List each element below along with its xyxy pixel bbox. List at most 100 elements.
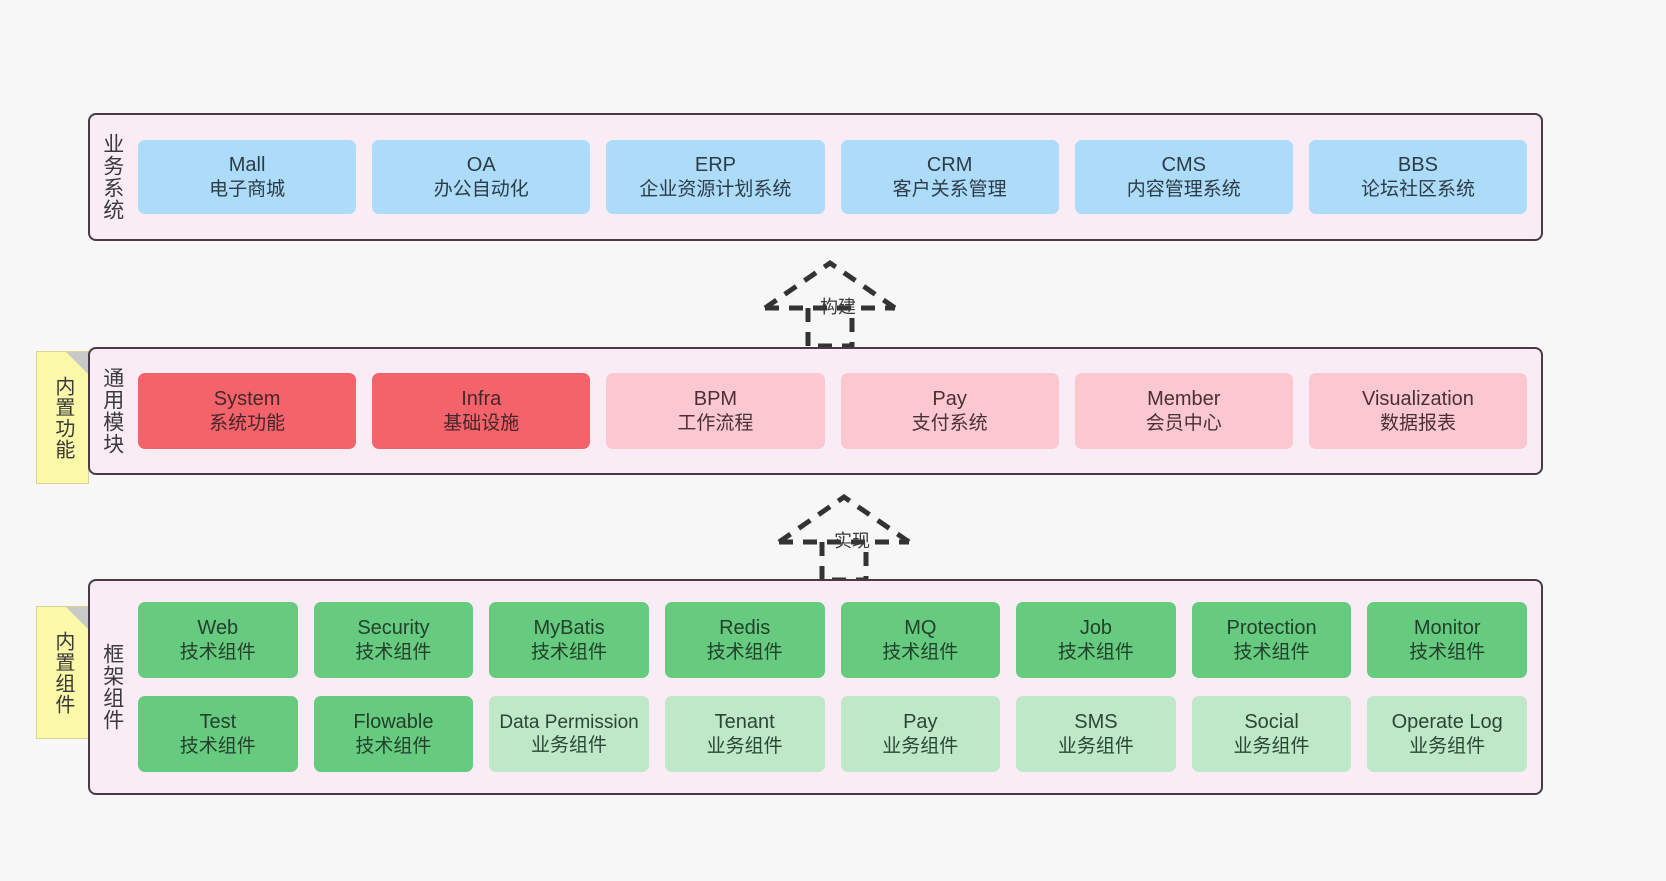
arrow-implement: 实现 xyxy=(774,492,924,583)
card-web[interactable]: Web 技术组件 xyxy=(138,602,298,678)
framework-row-business: Test 技术组件 Flowable 技术组件 Data Permission … xyxy=(138,696,1527,772)
card-social[interactable]: Social 业务组件 xyxy=(1191,696,1352,772)
card-data-permission-name: Data Permission xyxy=(499,711,639,733)
note-fold-icon xyxy=(66,352,88,374)
note-fold-icon xyxy=(66,607,88,629)
card-pay-module-desc: 支付系统 xyxy=(911,412,988,434)
card-protection[interactable]: Protection 技术组件 xyxy=(1191,602,1352,678)
card-erp[interactable]: ERP 企业资源计划系统 xyxy=(606,140,825,214)
card-member[interactable]: Member 会员中心 xyxy=(1074,373,1293,449)
card-pay-module[interactable]: Pay 支付系统 xyxy=(840,373,1059,449)
card-job-name: Job xyxy=(1079,617,1113,640)
card-mq[interactable]: MQ 技术组件 xyxy=(840,602,1001,678)
note-builtin-component-label: 内置组件 xyxy=(51,630,74,715)
note-builtin-component: 内置组件 xyxy=(36,606,89,739)
card-system-desc: 系统功能 xyxy=(209,412,286,434)
card-flowable-desc: 技术组件 xyxy=(355,735,432,757)
arrow-build: 构建 xyxy=(760,258,910,349)
card-security[interactable]: Security 技术组件 xyxy=(313,602,474,678)
card-pay-component[interactable]: Pay 业务组件 xyxy=(840,696,1001,772)
card-bpm-name: BPM xyxy=(693,388,738,411)
layer-framework-components-label: 框架组件 xyxy=(100,643,124,731)
card-tenant[interactable]: Tenant 业务组件 xyxy=(664,696,825,772)
card-cms-desc: 内容管理系统 xyxy=(1126,178,1241,200)
arrow-build-label: 构建 xyxy=(820,297,856,317)
layer-common-modules-label: 通用模块 xyxy=(100,367,124,455)
arrow-implement-label: 实现 xyxy=(834,531,870,551)
card-bpm-desc: 工作流程 xyxy=(677,412,754,434)
card-cms[interactable]: CMS 内容管理系统 xyxy=(1074,140,1293,214)
card-protection-desc: 技术组件 xyxy=(1233,641,1310,663)
card-member-desc: 会员中心 xyxy=(1145,412,1222,434)
card-visualization-name: Visualization xyxy=(1361,388,1474,411)
card-infra[interactable]: Infra 基础设施 xyxy=(372,373,591,449)
note-builtin-function-label: 内置功能 xyxy=(51,375,74,460)
card-visualization-desc: 数据报表 xyxy=(1379,412,1456,434)
card-pay-component-name: Pay xyxy=(903,711,938,734)
card-social-desc: 业务组件 xyxy=(1233,735,1310,757)
layer-framework-components: 框架组件 Web 技术组件 Security 技术组件 MyBatis 技术组件… xyxy=(88,579,1543,795)
card-data-permission[interactable]: Data Permission 业务组件 xyxy=(489,696,649,772)
card-crm-desc: 客户关系管理 xyxy=(892,178,1007,200)
card-test-name: Test xyxy=(199,711,237,734)
card-operate-log[interactable]: Operate Log 业务组件 xyxy=(1367,696,1527,772)
card-monitor-desc: 技术组件 xyxy=(1409,641,1486,663)
card-monitor-name: Monitor xyxy=(1413,617,1481,640)
card-protection-name: Protection xyxy=(1226,617,1317,640)
card-redis-name: Redis xyxy=(719,617,771,640)
layer-common-modules: 通用模块 System 系统功能 Infra 基础设施 BPM 工作流程 Pay… xyxy=(88,347,1543,475)
card-mall-name: Mall xyxy=(228,154,266,177)
card-flowable[interactable]: Flowable 技术组件 xyxy=(313,696,474,772)
card-member-name: Member xyxy=(1147,388,1221,411)
card-oa-name: OA xyxy=(466,154,496,177)
card-crm[interactable]: CRM 客户关系管理 xyxy=(840,140,1059,214)
card-test[interactable]: Test 技术组件 xyxy=(138,696,298,772)
card-social-name: Social xyxy=(1244,711,1299,734)
card-tenant-name: Tenant xyxy=(714,711,775,734)
card-mybatis[interactable]: MyBatis 技术组件 xyxy=(489,602,649,678)
card-redis-desc: 技术组件 xyxy=(706,641,783,663)
card-cms-name: CMS xyxy=(1161,154,1206,177)
card-sms-desc: 业务组件 xyxy=(1057,735,1134,757)
card-operate-log-name: Operate Log xyxy=(1391,711,1503,734)
card-mq-desc: 技术组件 xyxy=(882,641,959,663)
framework-row-technical: Web 技术组件 Security 技术组件 MyBatis 技术组件 Redi… xyxy=(138,602,1527,678)
card-visualization[interactable]: Visualization 数据报表 xyxy=(1308,373,1528,449)
card-mall-desc: 电子商城 xyxy=(209,178,286,200)
card-oa[interactable]: OA 办公自动化 xyxy=(372,140,591,214)
card-data-permission-desc: 业务组件 xyxy=(531,735,608,756)
card-security-name: Security xyxy=(357,617,430,640)
layer-common-modules-body: System 系统功能 Infra 基础设施 BPM 工作流程 Pay 支付系统… xyxy=(134,349,1541,473)
card-mall[interactable]: Mall 电子商城 xyxy=(138,140,357,214)
card-redis[interactable]: Redis 技术组件 xyxy=(664,602,825,678)
card-flowable-name: Flowable xyxy=(353,711,434,734)
card-web-name: Web xyxy=(197,617,239,640)
card-erp-desc: 企业资源计划系统 xyxy=(639,178,792,200)
card-mq-name: MQ xyxy=(904,617,937,640)
card-bpm[interactable]: BPM 工作流程 xyxy=(606,373,825,449)
layer-business-systems: 业务系统 Mall 电子商城 OA 办公自动化 ERP 企业资源计划系统 CRM… xyxy=(88,113,1543,241)
note-builtin-function: 内置功能 xyxy=(36,351,89,484)
card-test-desc: 技术组件 xyxy=(179,735,256,757)
card-security-desc: 技术组件 xyxy=(355,641,432,663)
card-bbs[interactable]: BBS 论坛社区系统 xyxy=(1308,140,1528,214)
card-bbs-name: BBS xyxy=(1397,154,1438,177)
card-system-name: System xyxy=(213,388,281,411)
card-pay-module-name: Pay xyxy=(932,388,967,411)
card-tenant-desc: 业务组件 xyxy=(706,735,783,757)
card-monitor[interactable]: Monitor 技术组件 xyxy=(1367,602,1527,678)
arrow-build-icon xyxy=(763,259,897,349)
card-sms[interactable]: SMS 业务组件 xyxy=(1016,696,1176,772)
card-erp-name: ERP xyxy=(694,154,736,177)
card-infra-name: Infra xyxy=(461,388,502,411)
card-job-desc: 技术组件 xyxy=(1057,641,1134,663)
card-job[interactable]: Job 技术组件 xyxy=(1016,602,1176,678)
card-operate-log-desc: 业务组件 xyxy=(1409,735,1486,757)
layer-business-systems-body: Mall 电子商城 OA 办公自动化 ERP 企业资源计划系统 CRM 客户关系… xyxy=(134,115,1541,239)
layer-business-systems-label: 业务系统 xyxy=(100,133,124,221)
card-oa-desc: 办公自动化 xyxy=(433,178,529,200)
card-system[interactable]: System 系统功能 xyxy=(138,373,357,449)
card-crm-name: CRM xyxy=(926,154,973,177)
layer-framework-components-body: Web 技术组件 Security 技术组件 MyBatis 技术组件 Redi… xyxy=(134,581,1541,793)
